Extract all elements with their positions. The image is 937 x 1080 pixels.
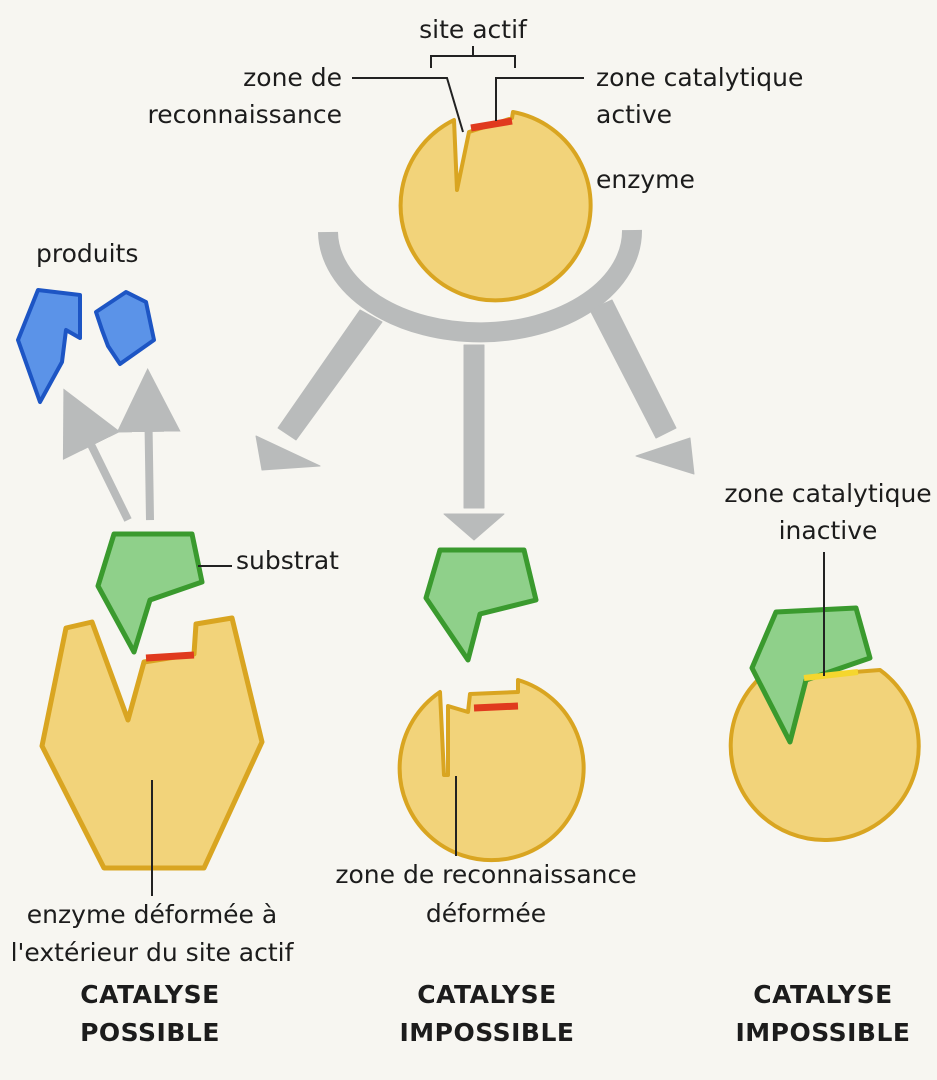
leader-zone-catalytique xyxy=(495,77,584,121)
right-enzyme xyxy=(728,668,921,842)
middle-substrate xyxy=(423,547,539,663)
product-2 xyxy=(94,290,156,366)
outcome-right: CATALYSE IMPOSSIBLE xyxy=(735,976,910,1052)
label-zone-cat-inactive-1: zone catalytique xyxy=(724,479,932,508)
outcome-middle-line2: IMPOSSIBLE xyxy=(399,1018,575,1047)
label-zone-cat-2: active xyxy=(596,100,672,129)
label-zone-reco-deformee-2: déformée xyxy=(425,899,547,928)
split-arrows xyxy=(255,229,695,541)
label-enzyme: enzyme xyxy=(596,165,695,194)
outcome-middle-line1: CATALYSE xyxy=(417,980,557,1009)
label-zone-cat-1: zone catalytique xyxy=(596,63,804,92)
right-inactive-zone xyxy=(803,669,859,681)
left-deformed-enzyme xyxy=(39,615,265,871)
label-substrat: substrat xyxy=(236,546,339,575)
product-1 xyxy=(16,288,82,404)
site-actif-bracket xyxy=(430,46,516,68)
left-active-zone xyxy=(145,651,195,662)
outcome-left-line1: CATALYSE xyxy=(80,980,220,1009)
top-enzyme xyxy=(398,110,593,303)
middle-active-zone xyxy=(473,702,519,712)
products xyxy=(16,288,156,404)
label-zone-reco-1: zone de xyxy=(243,63,342,92)
label-enzyme-deformee-1: enzyme déformée à xyxy=(26,900,278,929)
outcome-right-line2: IMPOSSIBLE xyxy=(735,1018,911,1047)
outcome-left-line2: POSSIBLE xyxy=(80,1018,220,1047)
outcome-right-line1: CATALYSE xyxy=(753,980,893,1009)
product-release-arrows xyxy=(62,368,181,522)
left-substrate xyxy=(95,531,205,655)
label-zone-reco-2: reconnaissance xyxy=(147,100,342,129)
top-enzyme-active-zone xyxy=(470,117,513,132)
leader-zone-reconnaissance xyxy=(352,77,464,133)
label-zone-cat-inactive-2: inactive xyxy=(778,516,878,545)
label-produits: produits xyxy=(36,239,139,268)
outcome-middle: CATALYSE IMPOSSIBLE xyxy=(399,976,574,1052)
label-enzyme-deformee-2: l'extérieur du site actif xyxy=(10,938,294,967)
right-substrate xyxy=(749,605,873,745)
middle-enzyme xyxy=(397,678,586,863)
label-site-actif: site actif xyxy=(419,15,527,44)
label-zone-reco-deformee-1: zone de reconnaissance xyxy=(335,860,637,889)
outcome-left: CATALYSE POSSIBLE xyxy=(80,976,220,1052)
